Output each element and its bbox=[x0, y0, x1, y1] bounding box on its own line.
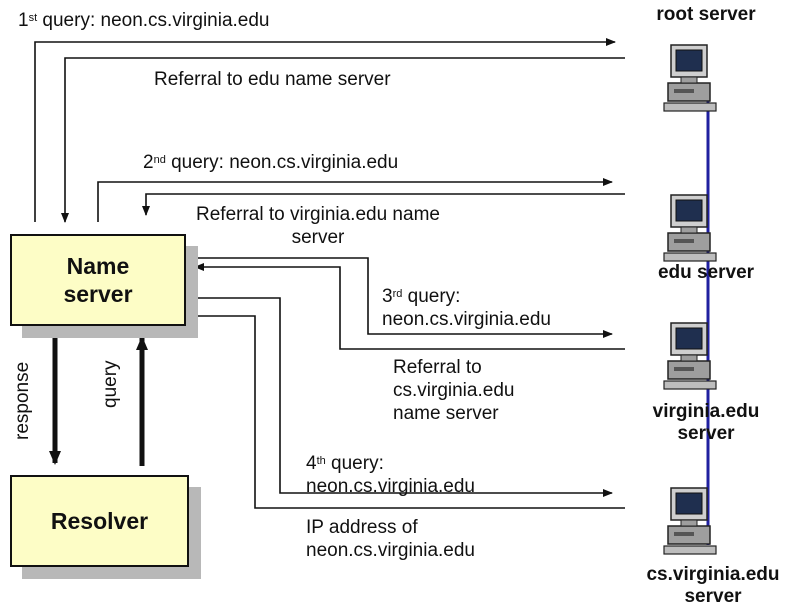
referral-3-label: Referral to cs.virginia.edu name server bbox=[393, 357, 515, 424]
query-label: query bbox=[100, 360, 121, 408]
query-3-label: 3rd query: neon.cs.virginia.edu bbox=[382, 286, 551, 330]
reply-4-arrow bbox=[195, 315, 625, 509]
root-server-computer-icon bbox=[663, 44, 717, 112]
query-4-label: 4th query: neon.cs.virginia.edu bbox=[306, 453, 475, 497]
query-4-arrow bbox=[195, 297, 613, 497]
name-server-box: Name server bbox=[10, 234, 186, 326]
referral-3-arrow bbox=[194, 263, 625, 350]
response-label: response bbox=[12, 361, 33, 440]
virginia-server-computer-icon bbox=[663, 322, 717, 390]
query-2-label: 2nd query: neon.cs.virginia.edu bbox=[143, 152, 399, 173]
resolver-label: Resolver bbox=[50, 508, 149, 534]
query-1-arrow bbox=[34, 38, 616, 222]
referral-1-label: Referral to edu name server bbox=[154, 69, 391, 90]
edu-server-computer-icon bbox=[663, 194, 717, 262]
referral-1-arrow bbox=[61, 57, 625, 223]
virginia-server-label: virginia.edu server bbox=[652, 401, 760, 444]
cs-server-computer-icon bbox=[663, 487, 717, 555]
query-2-arrow bbox=[97, 178, 613, 222]
query-1-label: 1st query: neon.cs.virginia.edu bbox=[18, 10, 270, 31]
cs-server-label: cs.virginia.edu server bbox=[646, 564, 780, 607]
query-3-arrow bbox=[195, 257, 613, 338]
edu-server-label: edu server bbox=[657, 262, 755, 283]
reply-4-label: IP address of neon.cs.virginia.edu bbox=[306, 517, 475, 561]
resolver-box: Resolver bbox=[10, 475, 189, 567]
root-server-label: root server bbox=[656, 4, 756, 25]
referral-2-arrow bbox=[142, 193, 625, 216]
name-server-label-line1: Name bbox=[66, 253, 130, 279]
referral-2-label: Referral to virginia.edu name server bbox=[196, 204, 440, 248]
name-server-label-line2: server bbox=[63, 281, 133, 307]
